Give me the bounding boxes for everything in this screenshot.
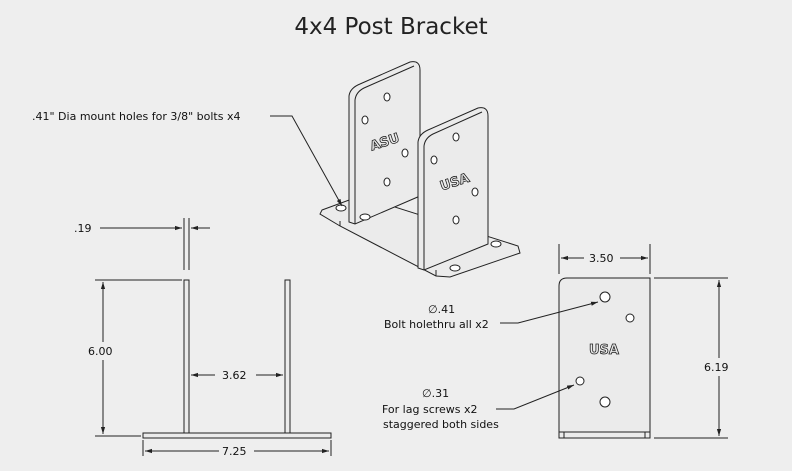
dim-plate-width: 3.50	[589, 252, 614, 265]
side-bolt-hole-2	[625, 313, 635, 323]
iso-mount-hole-2	[359, 213, 371, 221]
dim-base-width: 7.25	[222, 445, 247, 458]
dim-height: 6.00	[88, 345, 113, 358]
front-right-upright	[284, 279, 291, 434]
dim-inner-gap: 3.62	[222, 369, 247, 382]
front-left-upright	[183, 279, 190, 434]
dim-plate-height: 6.19	[704, 361, 729, 374]
iso-mount-hole-3	[490, 240, 502, 248]
side-view: USA 3.50 6.19	[558, 244, 729, 439]
lag-note-line-2: staggered both sides	[383, 418, 499, 431]
bolt-hole-leader	[500, 301, 599, 324]
iso-upright-hole	[383, 92, 391, 102]
side-bolt-hole-1	[599, 291, 611, 303]
iso-upright-hole	[452, 132, 460, 142]
front-base-plate	[142, 432, 332, 439]
iso-mount-hole-1	[335, 204, 347, 212]
iso-left-upright	[348, 61, 421, 225]
drawing-title: 4x4 Post Bracket	[294, 14, 487, 40]
front-view: .19 6.00 3.62 7.25	[74, 218, 332, 458]
side-lag-hole-1	[575, 376, 585, 386]
bolt-hole-dia: ∅.41	[428, 303, 455, 316]
mount-holes-callout: .41" Dia mount holes for 3/8" bolts x4	[32, 110, 240, 123]
lag-hole-leader	[496, 384, 575, 410]
mount-holes-leader	[270, 115, 343, 207]
dim-thickness: .19	[74, 222, 92, 235]
iso-upright-hole	[430, 155, 438, 165]
iso-upright-hole	[361, 115, 369, 125]
iso-mount-hole-4	[449, 264, 461, 272]
side-lag-hole-2	[599, 396, 611, 408]
bolt-hole-note: Bolt holethru all x2	[384, 318, 489, 331]
lag-hole-dia: ∅.31	[422, 387, 449, 400]
iso-upright-hole	[452, 215, 460, 225]
iso-upright-hole	[471, 187, 479, 197]
iso-right-upright	[417, 107, 489, 271]
iso-upright-hole	[383, 177, 391, 187]
side-engraving: USA	[589, 343, 619, 358]
isometric-view: ASU USA	[319, 61, 521, 278]
lag-note-line-1: For lag screws x2	[382, 403, 478, 416]
iso-upright-hole	[401, 148, 409, 158]
